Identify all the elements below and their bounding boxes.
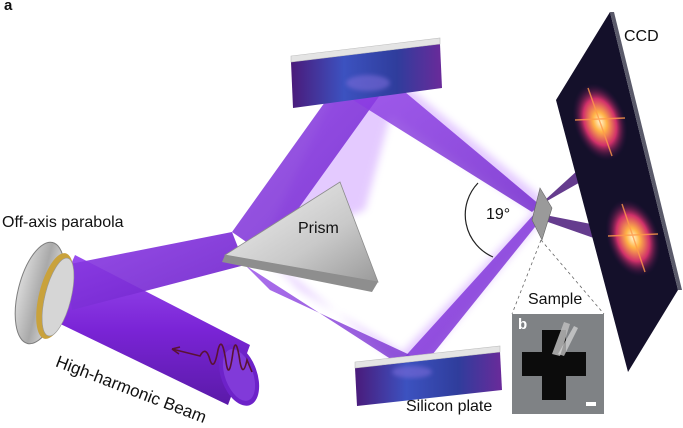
angle-label: 19° [486, 206, 510, 224]
inset-label: b [518, 316, 527, 333]
panel-label: a [4, 0, 12, 14]
parabola-label: Off-axis parabola [2, 214, 124, 232]
silicon-plate [355, 346, 502, 406]
scale-bar [586, 402, 596, 406]
ccd-label: CCD [624, 28, 659, 46]
prism-label: Prism [298, 220, 339, 238]
sample-micrograph-inset: b [512, 314, 604, 414]
off-axis-parabola [6, 237, 81, 349]
silicon-plate-label: Silicon plate [406, 398, 492, 416]
sample-label: Sample [528, 291, 582, 309]
